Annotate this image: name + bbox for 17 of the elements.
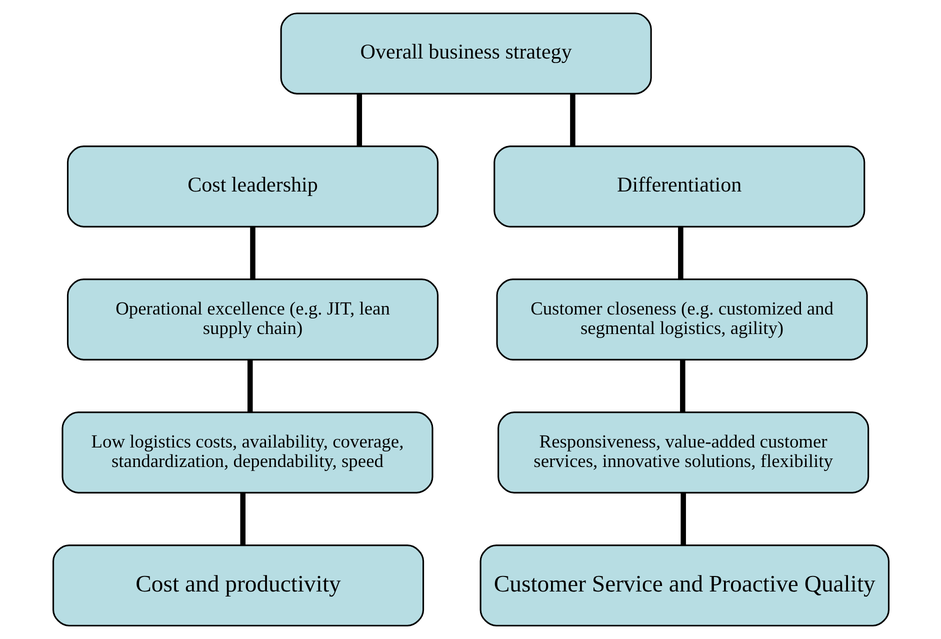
node-box: Operational excellence (e.g. JIT, lean supply chain) bbox=[66, 278, 438, 360]
node-box: Cost and productivity bbox=[52, 544, 424, 626]
connector bbox=[678, 226, 683, 279]
node-box: Responsiveness, value-added customer services, innovative solutions, flexibility bbox=[497, 412, 869, 494]
connector bbox=[680, 492, 686, 545]
connector bbox=[356, 94, 362, 146]
node-box: Customer Service and Proactive Quality bbox=[479, 544, 890, 626]
node-box: Low logistics costs, availability, coverage, standardization, dependability, speed bbox=[61, 412, 433, 494]
node-box: Differentiation bbox=[493, 146, 865, 228]
node-box: Cost leadership bbox=[66, 146, 438, 228]
connector bbox=[680, 360, 685, 412]
connector bbox=[570, 94, 575, 146]
connector bbox=[240, 492, 245, 545]
connector bbox=[246, 360, 252, 412]
node-box: Overall business strategy bbox=[280, 12, 652, 94]
node-box: Customer closeness (e.g. customized and segmental logistics, agility) bbox=[496, 278, 868, 360]
connector bbox=[250, 226, 255, 279]
